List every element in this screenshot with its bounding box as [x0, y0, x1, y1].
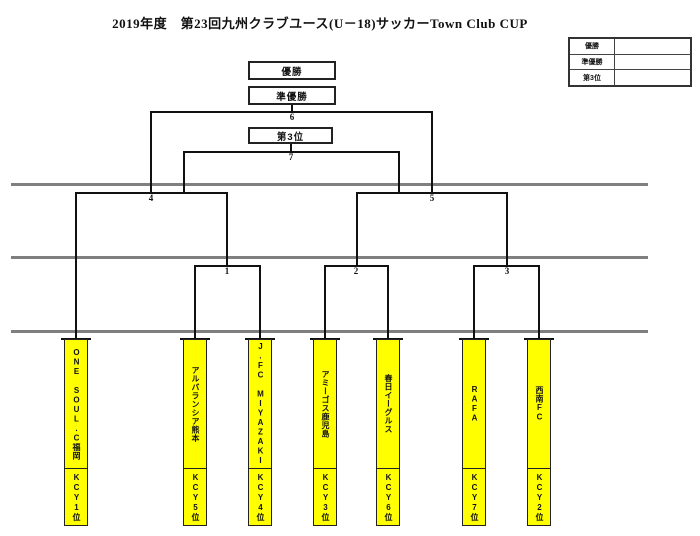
bracket-line-final-right-leg [431, 111, 433, 192]
round-separator-line [11, 330, 648, 333]
team-name: 春日イーグルス [384, 374, 393, 434]
match-number-third-place: 7 [288, 152, 294, 162]
bracket-line-qf1 [195, 265, 261, 267]
legend-row-third-place: 第3位 [570, 70, 690, 86]
bracket-line-qf2-leg1 [324, 265, 326, 339]
bracket-line-qf1-leg2 [259, 265, 261, 339]
team-seed: KCY4位 [249, 468, 271, 525]
legend-label-runner-up: 準優勝 [570, 54, 615, 70]
team-box-one-soul-c-fukuoka: ONE SOUL.C福岡 KCY1位 [64, 339, 88, 526]
team-box-jfc-miyazaki: J.FC MIYAZAKI KCY4位 [248, 339, 272, 526]
bracket-line-semi-right [357, 192, 507, 194]
team-seed: KCY3位 [314, 468, 336, 525]
match-number-qf3: 3 [504, 266, 510, 276]
bracket-line-semi-left-leg2 [226, 192, 228, 265]
legend-row-runner-up: 準優勝 [570, 54, 690, 71]
bracket-line-qf3-leg1 [473, 265, 475, 339]
legend-value-champion [615, 39, 690, 54]
team-name: J.FC MIYAZAKI [256, 342, 265, 466]
bracket-line-semi-right-leg1 [356, 192, 358, 265]
round-separator-line [11, 183, 648, 186]
bracket-line-runnerup-stem [291, 105, 293, 111]
team-name: アルバランシア熊本 [191, 365, 200, 443]
bracket-line-final [151, 111, 433, 113]
bracket-line-qf3 [474, 265, 540, 267]
team-name: ONE SOUL.C福岡 [72, 348, 81, 460]
team-seed: KCY1位 [65, 468, 87, 525]
bracket-line-third-place [184, 151, 399, 153]
match-number-qf2: 2 [353, 266, 359, 276]
round-separator-line [11, 256, 648, 259]
bracket-line-semi-left [76, 192, 228, 194]
team-name: 西南FC [535, 386, 544, 422]
match-number-semi-left: 4 [148, 193, 154, 203]
results-legend-table: 優勝 準優勝 第3位 [568, 37, 692, 87]
bracket-line-qf3-leg2 [538, 265, 540, 339]
match-number-semi-right: 5 [429, 193, 435, 203]
third-place-box: 第3位 [248, 127, 333, 144]
legend-value-third-place [615, 70, 690, 85]
team-box-seinan-fc: 西南FC KCY2位 [527, 339, 551, 526]
team-box-amigos-kagoshima: アミーゴス鹿児島 KCY3位 [313, 339, 337, 526]
legend-label-third-place: 第3位 [570, 70, 615, 86]
team-name: アミーゴス鹿児島 [321, 370, 330, 438]
bracket-line-final-left-leg [150, 111, 152, 192]
team-box-kasuga-eagles: 春日イーグルス KCY6位 [376, 339, 400, 526]
team-box-rafa: RAFA KCY7位 [462, 339, 486, 526]
champion-box: 優勝 [248, 61, 336, 80]
bracket-line-third-left-leg [183, 151, 185, 192]
team-seed: KCY5位 [184, 468, 206, 525]
team-seed: KCY7位 [463, 468, 485, 525]
team-seed: KCY6位 [377, 468, 399, 525]
team-box-albalancia-kumamoto: アルバランシア熊本 KCY5位 [183, 339, 207, 526]
bracket-line-qf2-leg2 [387, 265, 389, 339]
match-number-qf1: 1 [224, 266, 230, 276]
match-number-final: 6 [289, 112, 295, 122]
legend-row-champion: 優勝 [570, 39, 690, 55]
legend-label-champion: 優勝 [570, 39, 615, 54]
legend-value-runner-up [615, 55, 690, 70]
bracket-line-semi-right-leg2 [506, 192, 508, 265]
page-title: 2019年度 第23回九州クラブユース(U－18)サッカーTown Club C… [112, 16, 528, 31]
bracket-line-third-right-leg [398, 151, 400, 192]
team-name: RAFA [470, 385, 479, 423]
team-seed: KCY2位 [528, 468, 550, 525]
bracket-line-qf2 [325, 265, 389, 267]
bracket-line-semi-left-leg1 [75, 192, 77, 339]
bracket-line-third-stem [290, 144, 292, 151]
bracket-line-qf1-leg1 [194, 265, 196, 339]
runner-up-box: 準優勝 [248, 86, 336, 105]
